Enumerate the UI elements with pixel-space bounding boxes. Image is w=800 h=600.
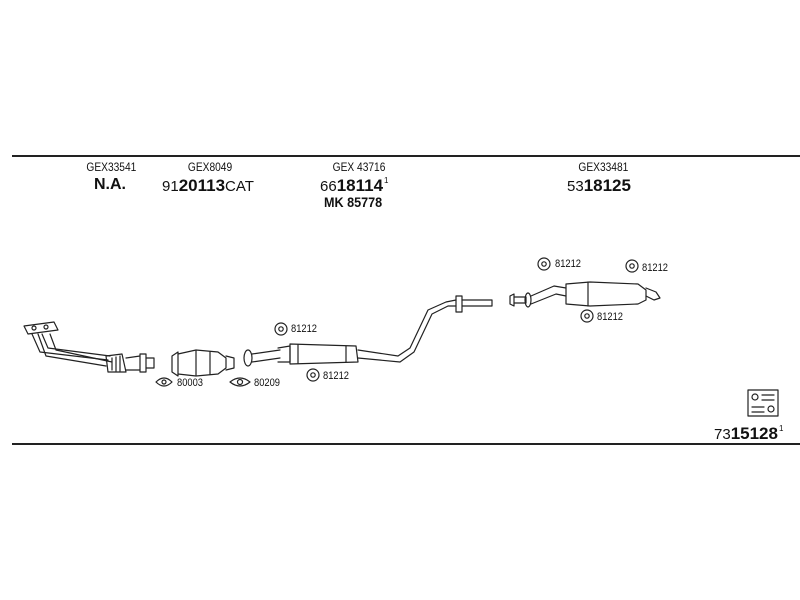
- part-label-hanger-e: 81212: [597, 311, 624, 323]
- value-col4: 5318125: [567, 176, 631, 196]
- rear-silencer: [509, 281, 661, 308]
- value-col2-main: 20113: [178, 176, 226, 195]
- part-label-hanger-d: 81212: [642, 262, 669, 274]
- gasket-80209: [229, 377, 251, 387]
- centre-silencer: [243, 295, 493, 367]
- code-col3: GEX 43716: [332, 160, 386, 174]
- code-col4: GEX33481: [578, 160, 629, 174]
- hanger-icon: [306, 368, 320, 382]
- value-col3-main: 18114: [336, 176, 384, 195]
- footer-prefix: 73: [714, 426, 731, 443]
- flange-hole: [31, 325, 37, 331]
- value-col2-prefix: 91: [162, 178, 179, 195]
- hanger-icon: [625, 259, 639, 273]
- hanger-icon: [580, 309, 594, 323]
- part-label-hanger-c: 81212: [555, 258, 582, 270]
- catalytic-converter: [171, 349, 235, 377]
- code-col2: GEX8049: [187, 160, 233, 174]
- part-label-gasket-1: 80003: [177, 377, 204, 389]
- flange-hole: [43, 324, 49, 330]
- bottom-rule: [12, 443, 800, 445]
- hanger-icon: [537, 257, 551, 271]
- code-col1: GEX33541: [86, 160, 137, 174]
- value-col4-main: 18125: [583, 176, 631, 195]
- footer-sup: 1: [778, 424, 784, 433]
- footer-main: 15128: [730, 424, 778, 443]
- value-col4-prefix: 53: [567, 178, 584, 195]
- secondary-col3: MK 85778: [324, 194, 383, 210]
- value-col1: N.A.: [94, 176, 126, 193]
- value-col2: 9120113CAT: [162, 176, 254, 196]
- value-col2-suffix: CAT: [225, 178, 254, 195]
- hanger-icon: [274, 322, 288, 336]
- value-col3: 66181141: [320, 176, 388, 196]
- mounting-kit-icon: [747, 389, 779, 417]
- part-label-gasket-2: 80209: [254, 377, 281, 389]
- front-pipe: [23, 321, 155, 373]
- value-col3-prefix: 66: [320, 178, 337, 195]
- part-label-hanger-b: 81212: [323, 370, 350, 382]
- gasket-80003: [155, 377, 173, 387]
- part-label-hanger-a: 81212: [291, 323, 318, 335]
- footer-number: 73151281: [714, 424, 783, 444]
- value-col3-sup: 1: [384, 176, 389, 185]
- top-rule: [12, 155, 800, 157]
